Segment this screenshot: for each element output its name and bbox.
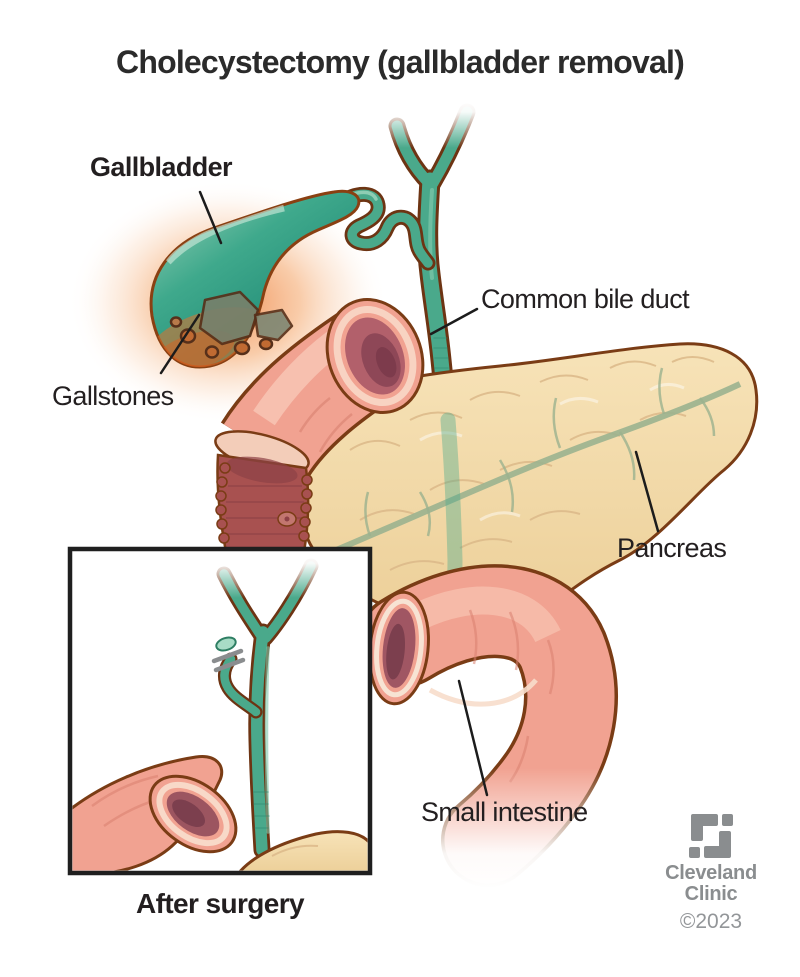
leader-gallbladder [198,190,223,245]
leader-small-intestine [457,679,489,797]
duodenum-cut-section [214,430,313,554]
cleveland-clinic-logo-icon [689,814,733,858]
after-surgery-inset [67,546,373,876]
inset-pancreas [239,830,368,871]
copyright-text: ©2023 [679,910,743,933]
duodenum-opening [325,298,425,414]
intestine-bottom-fade [378,768,628,890]
inset-duodenum [72,755,238,871]
page-title: Cholecystectomy (gallbladder removal) [116,44,685,80]
label-pancreas: Pancreas [617,533,727,563]
leader-pancreas [634,450,660,533]
pancreatic-duct-graphic [320,367,742,559]
label-after-surgery: After surgery [135,888,305,919]
leader-gallstones [159,313,201,375]
label-gallstones: Gallstones [52,381,174,411]
gallstones-graphic [169,290,294,359]
brand-name-line2: Clinic [684,883,738,905]
leader-lines [159,190,660,797]
leader-common-bile-duct [429,307,479,336]
duodenum-graphic [214,298,425,554]
intestine-loop-opening [368,590,430,706]
inset-border [67,546,373,876]
small-intestine-graphic [358,564,628,890]
label-gallbladder: Gallbladder [90,152,233,182]
duct-top-fade [378,100,482,148]
stump-cut-face [215,636,237,652]
cleveland-clinic-branding: Cleveland Clinic ©2023 [646,814,776,934]
label-small-intestine: Small intestine [421,797,588,827]
cystic-duct-stump [211,636,263,719]
surgical-clips [211,648,246,673]
label-common-bile-duct: Common bile duct [481,284,690,314]
brand-name-line1: Cleveland [665,862,757,884]
